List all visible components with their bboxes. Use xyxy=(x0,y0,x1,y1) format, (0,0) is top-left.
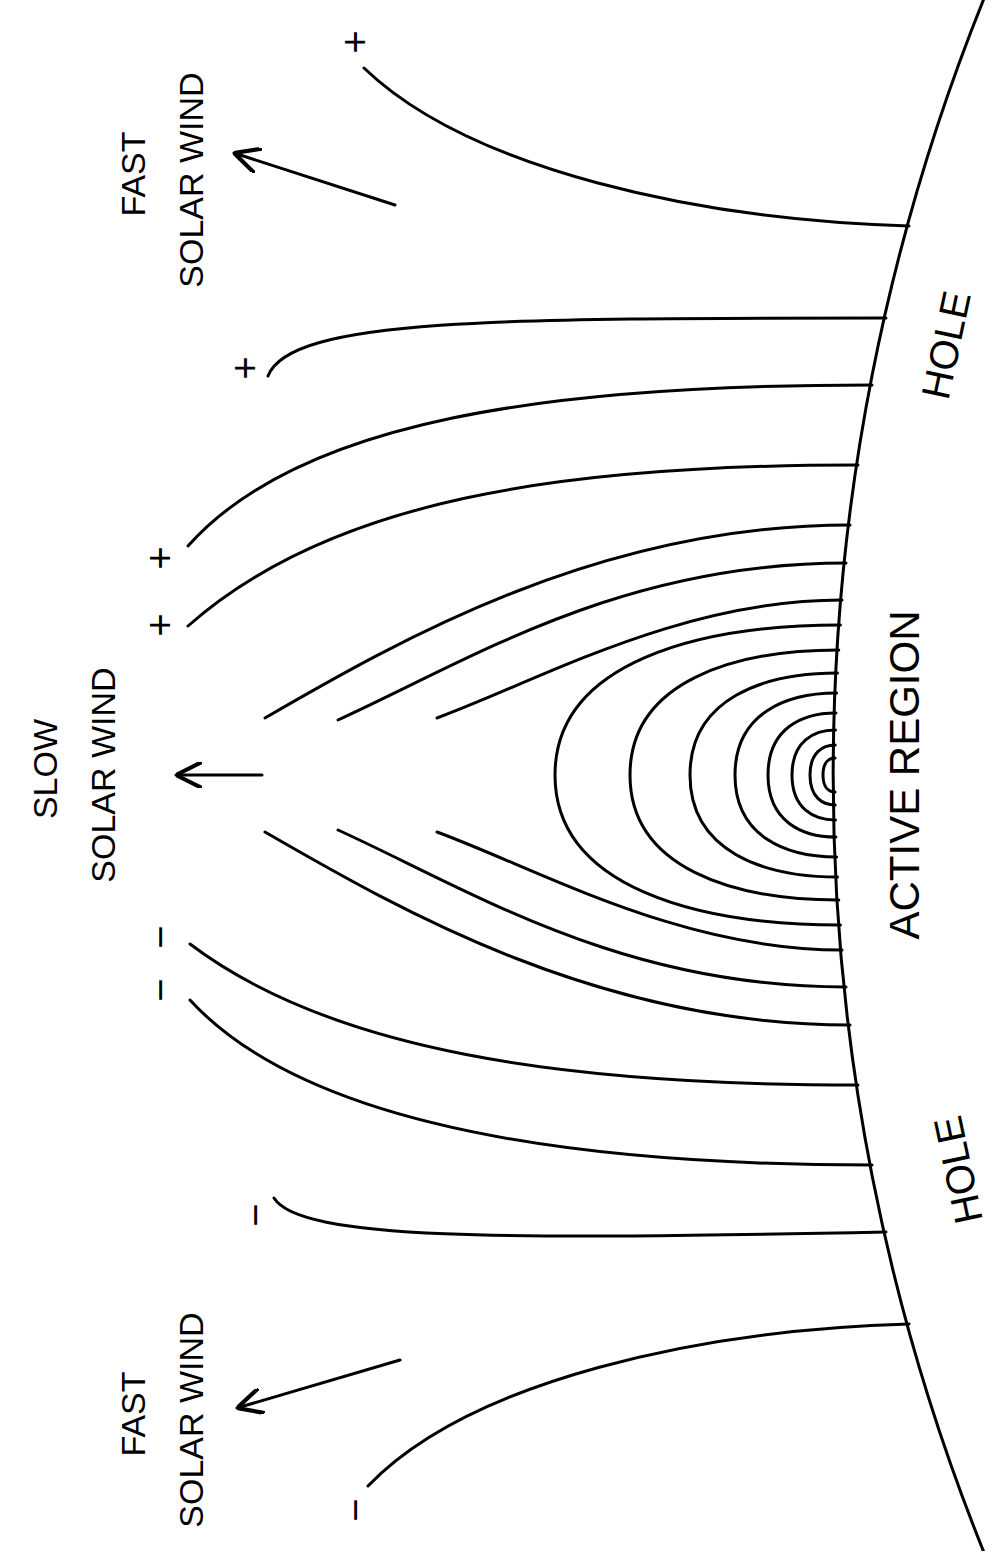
open-field-lines xyxy=(188,68,909,1486)
field-line xyxy=(364,68,909,226)
wind-arrow xyxy=(176,774,262,777)
polarity-sign: + xyxy=(333,30,377,53)
polarity-sign: + xyxy=(223,356,267,379)
closed-field-loop xyxy=(792,730,835,820)
closed-field-loop xyxy=(630,650,839,900)
region-label: ACTIVE REGION xyxy=(882,610,928,939)
closed-field-loop xyxy=(690,673,838,877)
closed-field-loop xyxy=(555,625,840,925)
closed-field-loop xyxy=(768,713,836,837)
wind-arrow xyxy=(237,1360,400,1408)
polarity-sign: − xyxy=(333,1498,377,1521)
wind-label: FAST SOLAR WIND xyxy=(104,1312,220,1529)
closed-field-loop xyxy=(735,693,837,857)
polarity-sign: + xyxy=(138,546,182,569)
field-line xyxy=(338,563,846,720)
field-line xyxy=(274,1198,886,1236)
field-line xyxy=(190,944,858,1085)
wind-label: FAST SOLAR WIND xyxy=(104,72,220,289)
polarity-sign: + xyxy=(138,613,182,636)
polarity-sign: − xyxy=(138,978,182,1001)
field-line xyxy=(268,318,886,376)
field-line xyxy=(265,525,850,718)
region-label: HOLE xyxy=(925,1112,991,1228)
closed-field-loop xyxy=(810,745,835,805)
closed-field-loops xyxy=(555,625,840,925)
wind-arrow xyxy=(234,153,395,205)
region-label: HOLE xyxy=(913,287,979,403)
field-line xyxy=(338,830,846,987)
wind-label: SLOW SOLAR WIND xyxy=(16,667,132,884)
field-line xyxy=(188,465,858,626)
wind-arrows xyxy=(176,153,400,1408)
field-line xyxy=(368,1324,909,1486)
solar-limb xyxy=(833,0,985,1551)
polarity-sign: − xyxy=(233,1203,277,1226)
field-line xyxy=(265,832,850,1025)
polarity-sign: − xyxy=(138,925,182,948)
closed-field-loop xyxy=(823,758,835,792)
